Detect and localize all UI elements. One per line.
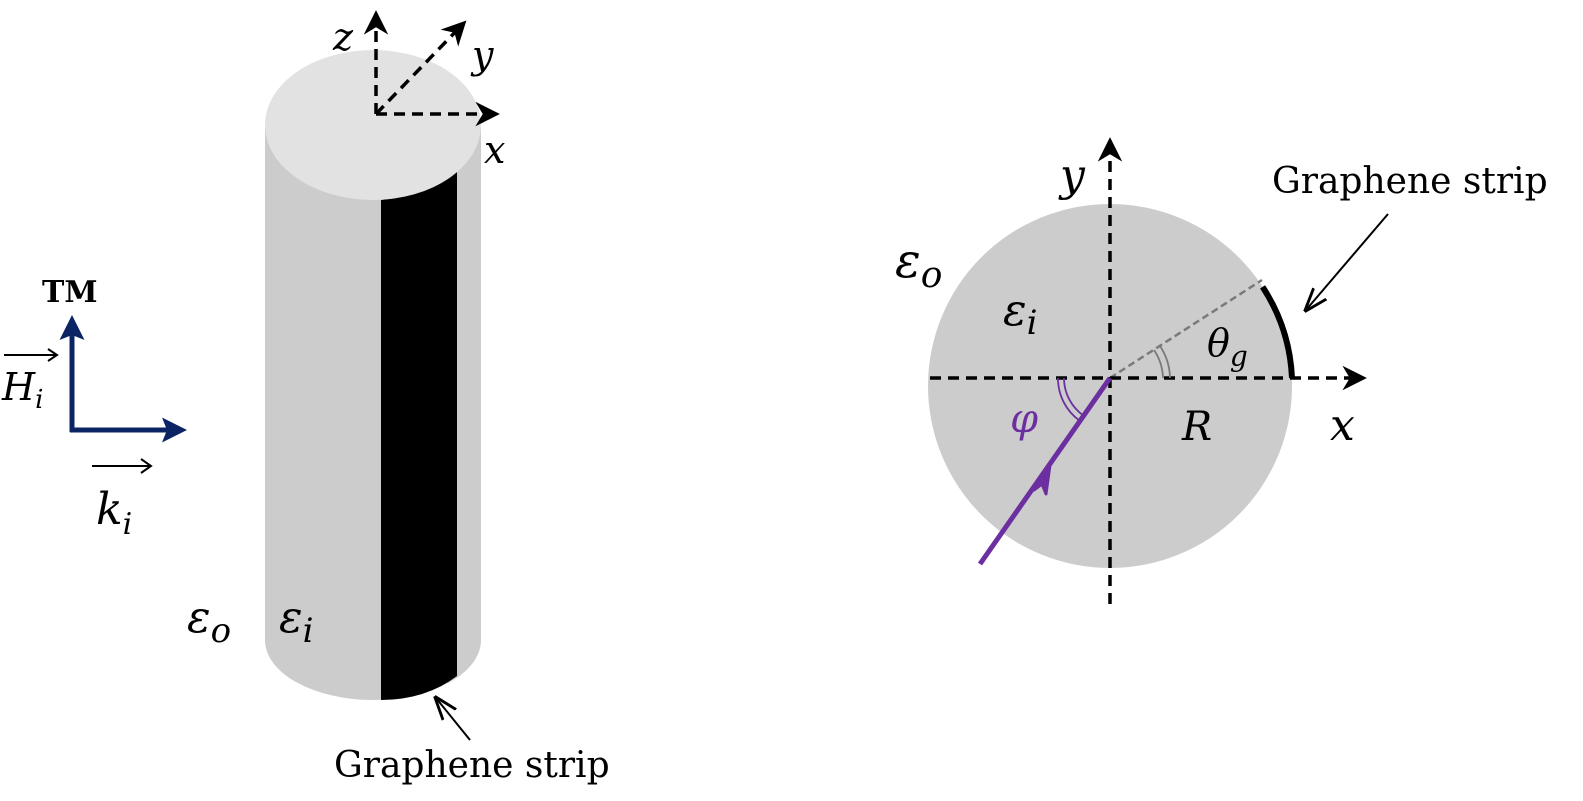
cylinder bbox=[265, 50, 481, 700]
k-letter: k bbox=[96, 484, 123, 535]
phi-label: φ bbox=[1010, 396, 1038, 442]
eps-inner-label-right: εi bbox=[1003, 285, 1038, 343]
axis-y-label-right: y bbox=[1058, 150, 1086, 201]
phi-angle-arc-1 bbox=[1057, 377, 1081, 422]
h-overarrow-head bbox=[47, 348, 59, 362]
k-overarrow-head bbox=[140, 458, 153, 474]
strip-pointer-arrow-left bbox=[436, 698, 471, 741]
phi-angle-arc-2 bbox=[1063, 377, 1085, 417]
k-vector-label: ki bbox=[92, 458, 153, 542]
theta-angle-arc-1 bbox=[1153, 349, 1164, 379]
cylinder-top bbox=[265, 50, 481, 200]
eps-inner-sub: i bbox=[303, 611, 314, 651]
theta-angle-arc-2 bbox=[1159, 345, 1171, 379]
k-symbol: ki bbox=[96, 484, 132, 542]
strip-pointer-arrow-right bbox=[1306, 213, 1389, 310]
eps-outer-label-left: εo bbox=[187, 592, 231, 651]
radius-label: R bbox=[1181, 404, 1212, 450]
eps-outer-symbol-right: ε bbox=[895, 233, 921, 289]
field-arrows bbox=[59, 315, 187, 443]
axis-y-label: y bbox=[470, 33, 494, 77]
theta-symbol: θ bbox=[1207, 321, 1230, 365]
cylinder-axes bbox=[363, 10, 500, 127]
tm-label: TM bbox=[42, 275, 98, 310]
h-sub: i bbox=[35, 385, 43, 415]
strip-label-left: Graphene strip bbox=[334, 745, 610, 786]
eps-inner-symbol: ε bbox=[279, 592, 303, 643]
theta-ray bbox=[1109, 278, 1263, 380]
theta-sub: g bbox=[1230, 340, 1248, 373]
h-field-label: Hi bbox=[1, 348, 59, 415]
axis-y-line bbox=[374, 20, 467, 116]
strip-label-right: Graphene strip bbox=[1272, 161, 1548, 202]
eps-outer-symbol: ε bbox=[187, 592, 211, 643]
h-letter: H bbox=[1, 365, 36, 409]
k-sub: i bbox=[123, 507, 133, 542]
axis-x-label: x bbox=[484, 128, 505, 172]
h-symbol: Hi bbox=[1, 365, 43, 415]
incident-wave-arrowhead bbox=[1032, 463, 1052, 496]
eps-outer-label-right: εo bbox=[895, 233, 942, 296]
eps-outer-sub-right: o bbox=[921, 255, 943, 296]
axis-x-label-right: x bbox=[1330, 400, 1355, 451]
theta-label: θg bbox=[1207, 321, 1248, 373]
graphene-strip-arc bbox=[1260, 285, 1295, 379]
eps-inner-sub-right: i bbox=[1027, 303, 1038, 343]
eps-inner-label-left: εi bbox=[279, 592, 314, 651]
eps-outer-sub: o bbox=[211, 611, 231, 651]
cross-section-axes bbox=[930, 137, 1367, 604]
axis-z-label: z bbox=[332, 15, 354, 59]
eps-inner-symbol-right: ε bbox=[1003, 285, 1027, 336]
graphene-strip-band bbox=[381, 170, 457, 700]
